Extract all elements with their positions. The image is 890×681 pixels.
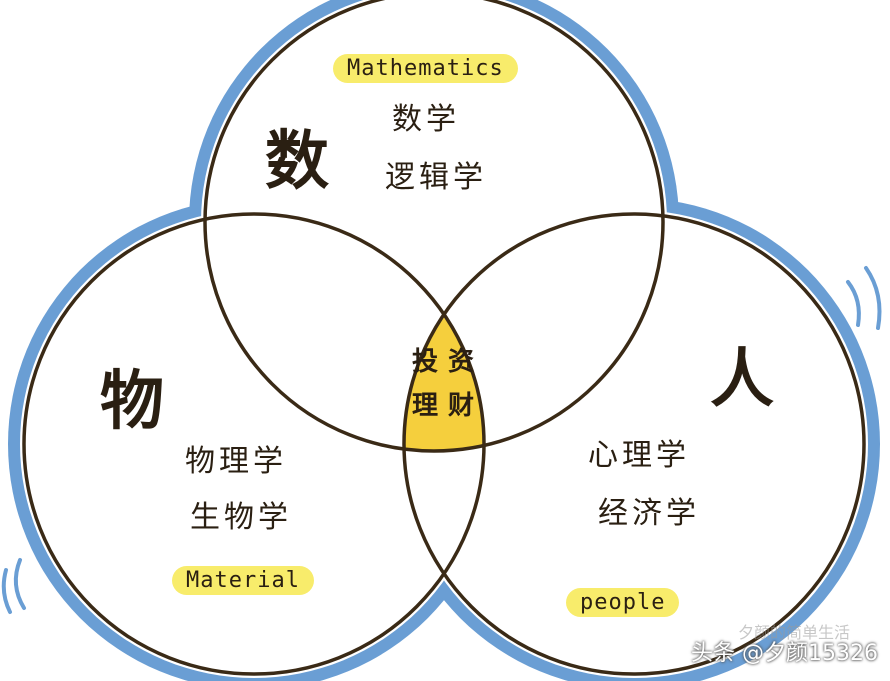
material-big-char: 物 bbox=[100, 364, 164, 439]
right-circle bbox=[402, 212, 866, 676]
intersection-line-1: 投资 bbox=[412, 347, 485, 377]
motion-lines-left bbox=[1, 558, 26, 614]
left-circle bbox=[22, 212, 486, 676]
people-subject-1: 心理学 bbox=[588, 438, 690, 473]
people-big-char: 人 bbox=[710, 342, 774, 417]
intersection-label: 投资 理财 bbox=[412, 340, 484, 428]
top-circle bbox=[203, 0, 665, 453]
mathematics-tag: Mathematics bbox=[333, 54, 518, 83]
math-big-char: 数 bbox=[265, 124, 329, 199]
material-subject-1: 物理学 bbox=[185, 444, 287, 479]
math-subject-1: 数学 bbox=[392, 102, 460, 137]
motion-lines-right bbox=[846, 266, 882, 330]
people-subject-2: 经济学 bbox=[598, 496, 700, 531]
math-subject-2: 逻辑学 bbox=[385, 160, 487, 195]
material-subject-2: 生物学 bbox=[190, 500, 292, 535]
people-tag: people bbox=[566, 588, 680, 617]
watermark-faint: 夕颜的简单生活 bbox=[737, 623, 850, 642]
intersection-line-2: 理财 bbox=[412, 391, 485, 421]
material-tag: Material bbox=[172, 566, 314, 595]
watermark-text: 头条 @夕颜15326 bbox=[691, 641, 878, 666]
watermark: 头条 @夕颜15326 bbox=[691, 635, 878, 667]
